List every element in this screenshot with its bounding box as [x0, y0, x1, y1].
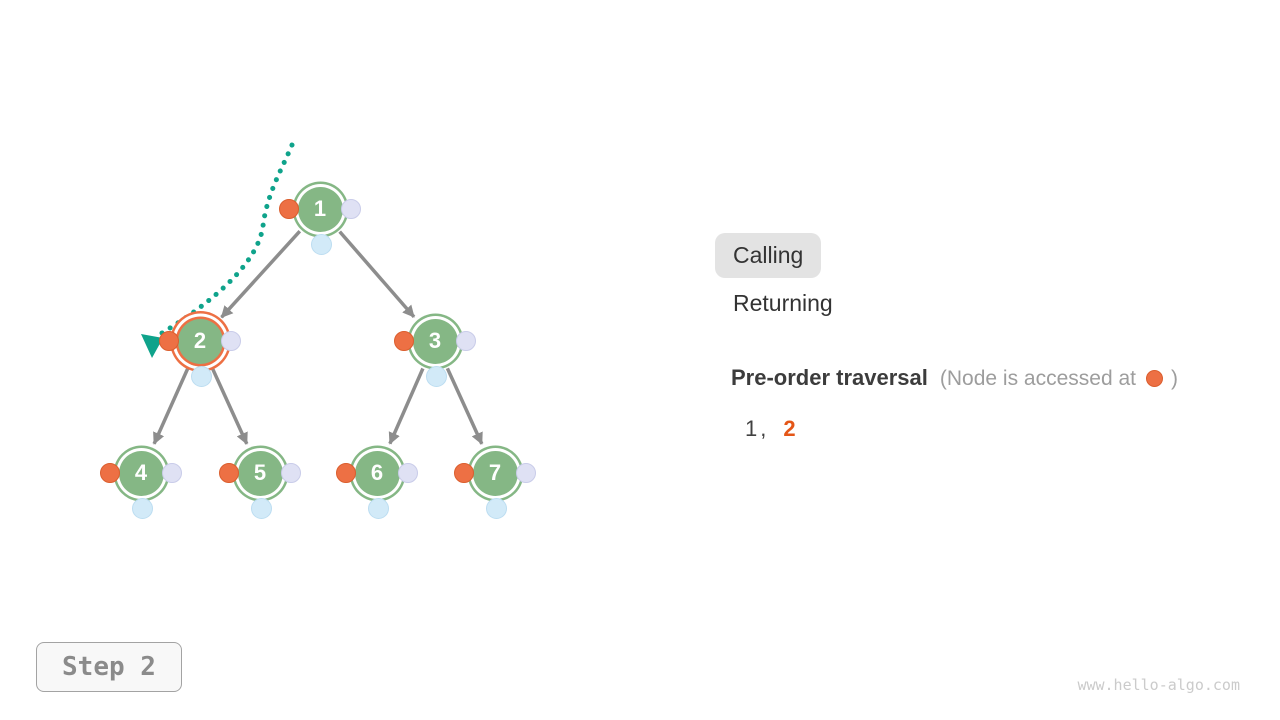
postorder-marker-dot — [367, 497, 389, 519]
inorder-marker-dot — [341, 199, 361, 219]
inorder-marker-dot — [516, 463, 536, 483]
node-label: 1 — [313, 196, 327, 221]
watermark: www.hello-algo.com — [1077, 676, 1240, 694]
preorder-marker-dot — [336, 463, 356, 483]
legend-returning-chip: Returning — [715, 278, 833, 317]
inorder-marker-dot — [281, 463, 301, 483]
inorder-marker-dot — [456, 331, 476, 351]
traversal-note-open: (Node is accessed at — [939, 367, 1136, 390]
node-label: 4 — [134, 460, 148, 485]
tree-edges — [152, 230, 484, 445]
tree-node-1: 1 — [279, 186, 361, 255]
node-label: 5 — [253, 460, 267, 485]
edge-3-6 — [388, 367, 425, 445]
traversal-header: Pre-order traversal (Node is accessed at) — [731, 365, 1178, 391]
tree-node-3: 3 — [394, 318, 476, 387]
edge-1-3 — [338, 230, 416, 319]
sequence-value: 1 — [745, 416, 758, 441]
preorder-marker-dot — [219, 463, 239, 483]
step-indicator-label: Step 2 — [62, 652, 156, 682]
traversal-title: Pre-order traversal — [731, 365, 928, 390]
traversal-note-close: ) — [1171, 367, 1178, 390]
legend-calling-label: Calling — [733, 242, 804, 268]
inorder-marker-dot — [162, 463, 182, 483]
sequence-value: 2 — [783, 416, 796, 441]
traversal-sequence: 1,2 — [745, 416, 1178, 442]
traversal-info: Pre-order traversal (Node is accessed at)… — [731, 365, 1178, 442]
legend-returning-label: Returning — [733, 290, 833, 316]
traversal-pointer-arrow — [141, 334, 163, 358]
access-marker-legend-dot — [1146, 370, 1163, 387]
inorder-marker-dot — [398, 463, 418, 483]
node-label: 6 — [370, 460, 384, 485]
preorder-marker-dot — [100, 463, 120, 483]
legend-calling-chip: Calling — [715, 233, 822, 278]
postorder-marker-dot — [250, 497, 272, 519]
preorder-marker-dot — [394, 331, 414, 351]
preorder-marker-dot — [454, 463, 474, 483]
tree-node-5: 5 — [219, 450, 301, 519]
edge-1-2 — [220, 230, 302, 319]
node-label: 3 — [428, 328, 442, 353]
postorder-marker-dot — [310, 233, 332, 255]
edge-2-5 — [210, 367, 249, 445]
node-label: 2 — [193, 328, 207, 353]
postorder-marker-dot — [425, 365, 447, 387]
tree-node-6: 6 — [336, 450, 418, 519]
traversal-note: (Node is accessed at) — [940, 367, 1178, 390]
state-legend: Calling Returning — [715, 233, 833, 317]
postorder-marker-dot — [485, 497, 507, 519]
sequence-separator: , — [760, 416, 767, 441]
step-indicator: Step 2 — [36, 642, 182, 692]
postorder-marker-dot — [190, 365, 212, 387]
traversal-trail-dotted-path — [159, 142, 295, 336]
preorder-marker-dot — [159, 331, 179, 351]
edge-2-4 — [152, 367, 190, 445]
postorder-marker-dot — [131, 497, 153, 519]
inorder-marker-dot — [221, 331, 241, 351]
preorder-marker-dot — [279, 199, 299, 219]
tree-node-7: 7 — [454, 450, 536, 519]
tree-node-4: 4 — [100, 450, 182, 519]
edge-3-7 — [445, 367, 484, 445]
node-label: 7 — [488, 460, 502, 485]
tree-node-2: 2 — [159, 318, 241, 387]
